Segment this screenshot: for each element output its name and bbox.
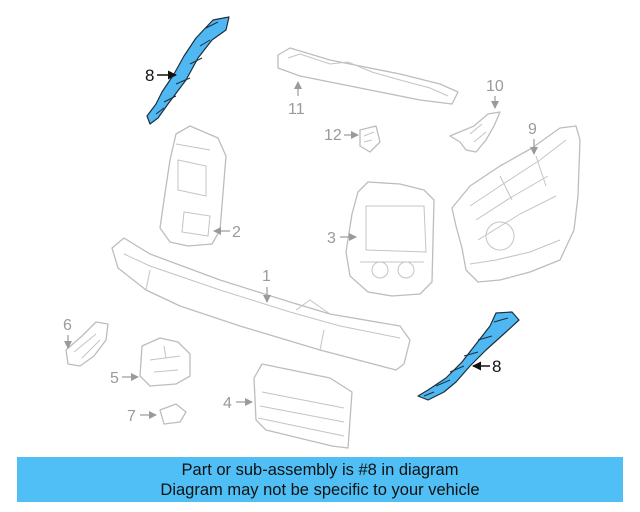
part-3[interactable]	[345, 181, 435, 297]
callout-12: 12	[324, 127, 359, 144]
banner-line-2: Diagram may not be specific to your vehi…	[160, 480, 480, 499]
part-12[interactable]	[359, 125, 381, 153]
svg-text:6: 6	[63, 317, 72, 334]
svg-text:5: 5	[110, 370, 119, 387]
svg-text:4: 4	[223, 395, 232, 412]
part-2[interactable]	[159, 125, 227, 247]
part-9[interactable]	[451, 125, 581, 283]
callout-3: 3	[327, 230, 357, 247]
part-10[interactable]	[449, 111, 501, 153]
callout-1: 1	[262, 268, 271, 303]
callout-4: 4	[223, 395, 253, 412]
callout-11: 11	[288, 81, 305, 118]
part-11[interactable]	[277, 47, 459, 105]
svg-text:2: 2	[232, 224, 241, 241]
svg-text:12: 12	[324, 127, 342, 144]
callout-6: 6	[63, 317, 72, 349]
banner-line-1: Part or sub-assembly is #8 in diagram	[181, 460, 459, 479]
callout-9: 9	[528, 121, 538, 155]
part-4[interactable]	[253, 363, 353, 449]
svg-text:7: 7	[127, 408, 136, 425]
svg-text:11: 11	[288, 101, 305, 118]
svg-text:1: 1	[262, 268, 271, 285]
callout-5: 5	[110, 370, 139, 387]
callout-2: 2	[213, 224, 241, 241]
part-5[interactable]	[139, 337, 191, 387]
svg-text:9: 9	[528, 121, 537, 138]
part-1[interactable]	[111, 237, 411, 371]
svg-text:3: 3	[327, 230, 336, 247]
callout-7: 7	[127, 408, 157, 425]
callout-10: 10	[486, 78, 504, 109]
part-6[interactable]	[65, 321, 109, 367]
part-7[interactable]	[159, 403, 187, 425]
svg-text:8: 8	[145, 66, 154, 85]
part-8-bottom[interactable]	[417, 311, 520, 401]
parts-diagram: 8 8 11 12 10 9	[63, 16, 581, 449]
part-8-top[interactable]	[146, 16, 230, 125]
svg-text:10: 10	[486, 78, 504, 95]
callout-8-bottom: 8	[472, 357, 501, 376]
info-banner: Part or sub-assembly is #8 in diagram Di…	[17, 457, 623, 502]
callout-8-top: 8	[145, 66, 177, 85]
svg-text:8: 8	[492, 357, 501, 376]
